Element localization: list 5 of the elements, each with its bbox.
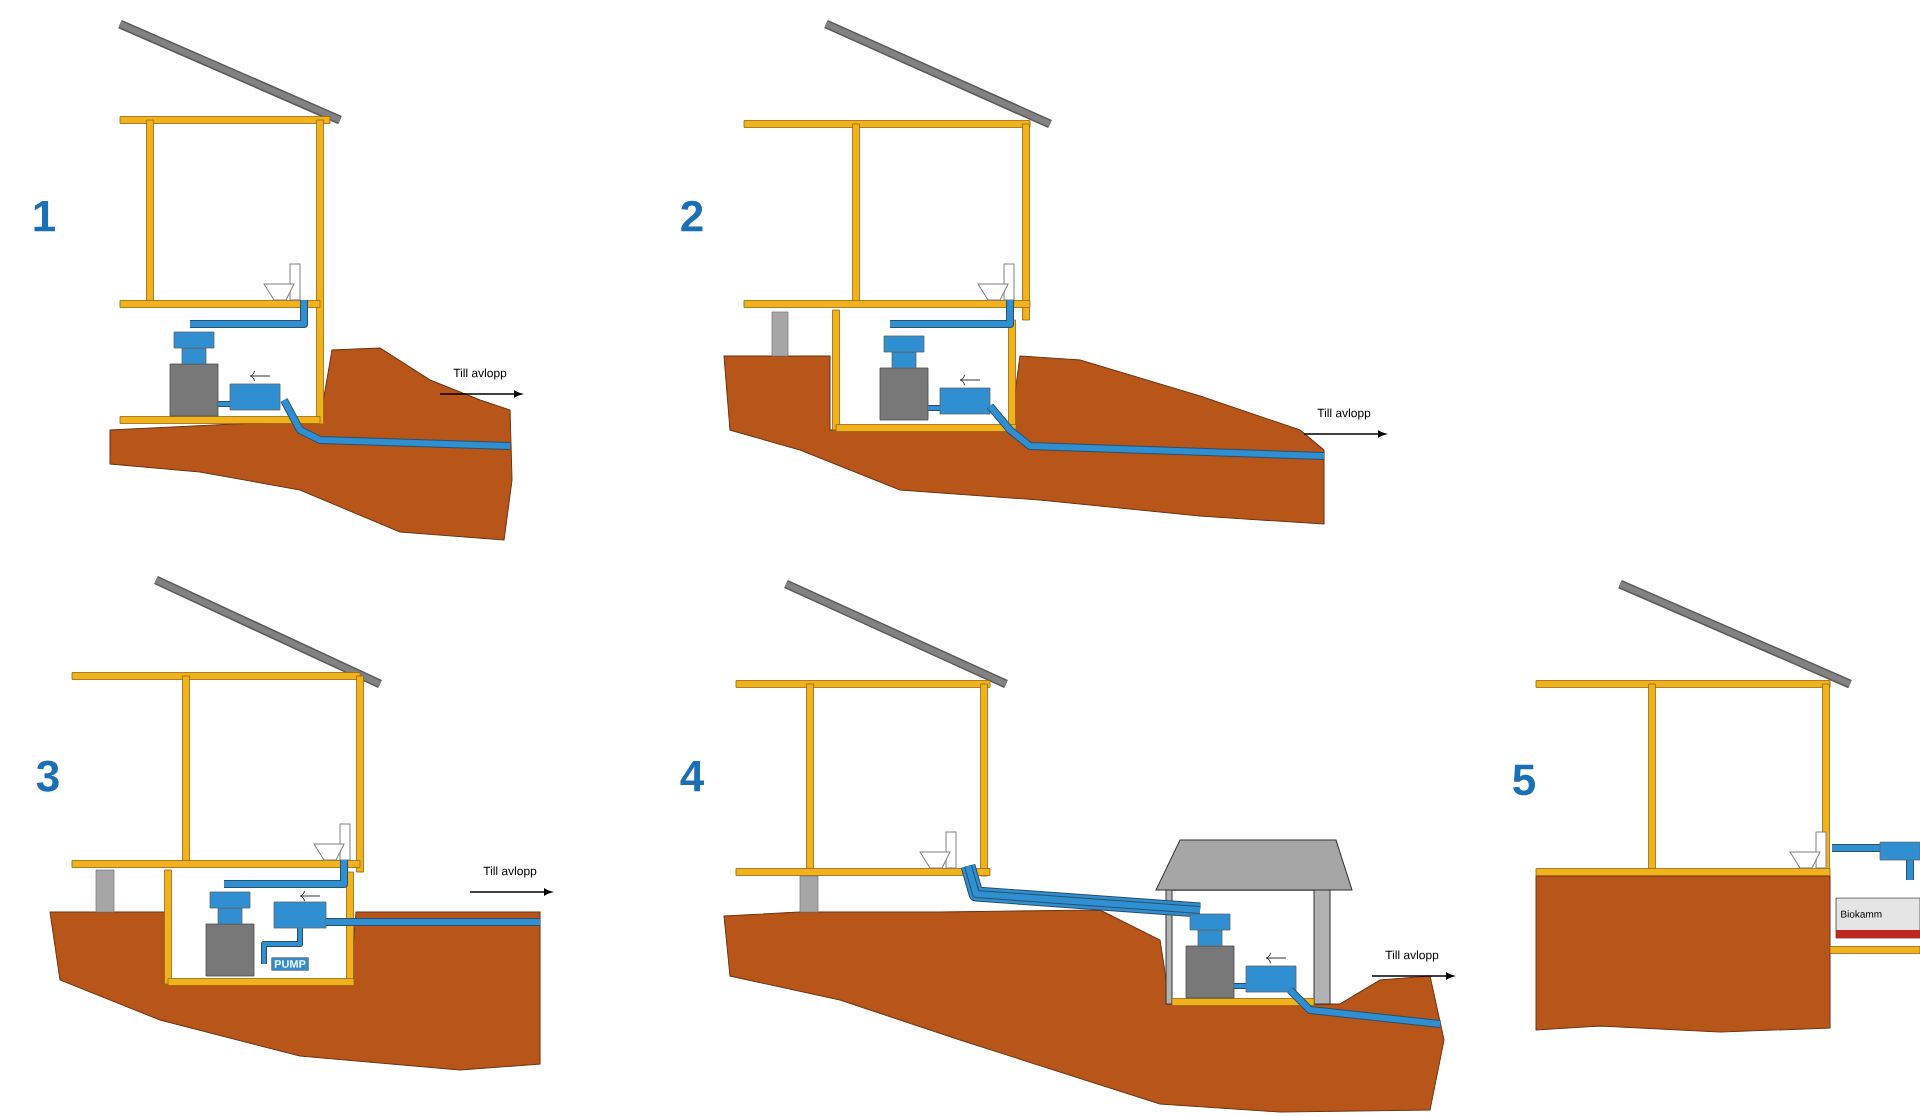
panel-number: 4 — [680, 760, 705, 792]
panel-number: 2 — [681, 200, 703, 232]
panel-number: 3 — [36, 760, 59, 792]
panel-number: 5 — [1513, 764, 1536, 796]
panel-number: 1 — [34, 200, 55, 232]
